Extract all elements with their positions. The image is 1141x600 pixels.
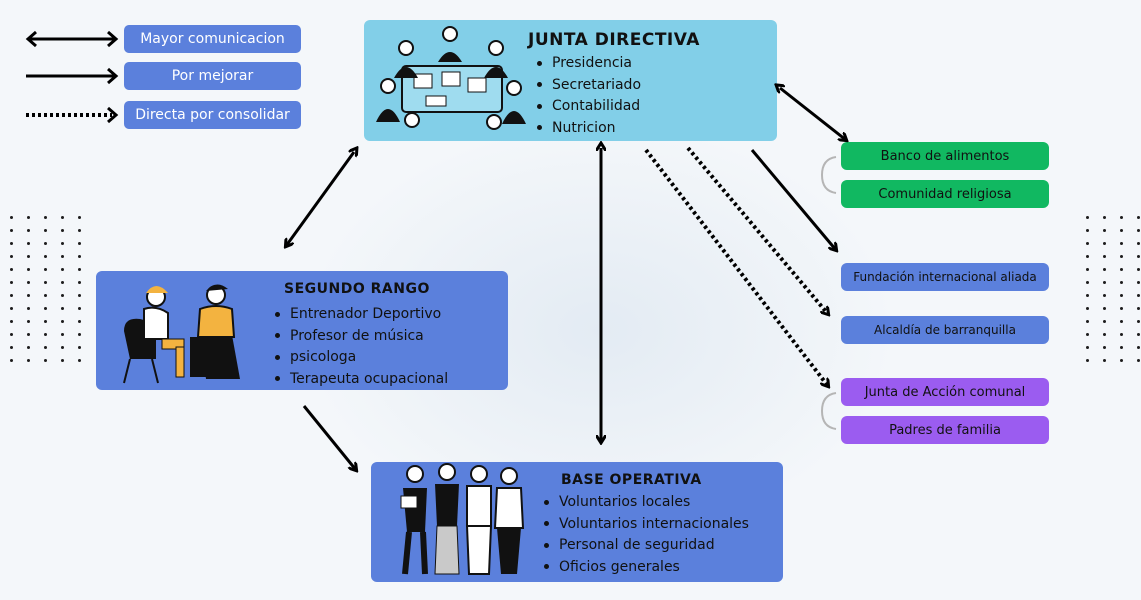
legend-single-arrow-icon <box>26 67 119 85</box>
base-item: Voluntarios internacionales <box>541 514 749 536</box>
group-bracket-icon <box>820 156 837 194</box>
legend-dotted-arrow-icon <box>26 106 119 124</box>
arrow-junta-fundacion <box>750 149 836 250</box>
decorative-dots-right <box>1086 216 1140 362</box>
junta-title: JUNTA DIRECTIVA <box>528 30 700 50</box>
junta-directiva-box: JUNTA DIRECTIVA Presidencia Secretariado… <box>364 20 777 141</box>
arrow-junta-banco <box>780 88 846 140</box>
board-meeting-illustration-icon <box>376 26 526 130</box>
junta-item: Secretariado <box>534 75 641 97</box>
base-title: BASE OPERATIVA <box>561 472 702 488</box>
group-bracket-icon <box>820 392 837 430</box>
banco-alimentos-box: Banco de alimentos <box>841 142 1049 170</box>
segundo-item: psicologa <box>272 347 448 369</box>
segundo-item: Terapeuta ocupacional <box>272 369 448 391</box>
legend-double-arrow-icon <box>25 30 119 48</box>
alcaldia-barranquilla-box: Alcaldía de barranquilla <box>841 316 1049 344</box>
segundo-item: Profesor de música <box>272 326 448 348</box>
legend-label-mayor: Mayor comunicacion <box>124 25 301 53</box>
arrow-segundo-base <box>302 405 356 470</box>
legend-label-directa: Directa por consolidar <box>124 101 301 129</box>
segundo-title: SEGUNDO RANGO <box>284 281 430 297</box>
arrow-junta-segundo <box>286 152 354 246</box>
segundo-items-list: Entrenador Deportivo Profesor de música … <box>272 304 448 390</box>
fundacion-internacional-box: Fundación internacional aliada <box>841 263 1049 291</box>
base-item: Voluntarios locales <box>541 492 749 514</box>
junta-item: Presidencia <box>534 53 641 75</box>
segundo-item: Entrenador Deportivo <box>272 304 448 326</box>
junta-item: Nutricion <box>534 118 641 140</box>
junta-items-list: Presidencia Secretariado Contabilidad Nu… <box>534 53 641 139</box>
decorative-dots-left <box>10 216 81 362</box>
base-item: Oficios generales <box>541 557 749 579</box>
arrow-junta-alcaldia <box>686 146 828 314</box>
base-operativa-box: BASE OPERATIVA Voluntarios locales Volun… <box>371 462 783 582</box>
therapy-session-illustration-icon <box>123 284 240 384</box>
padres-familia-box: Padres de familia <box>841 416 1049 444</box>
comunidad-religiosa-box: Comunidad religiosa <box>841 180 1049 208</box>
junta-item: Contabilidad <box>534 96 641 118</box>
segundo-rango-box: SEGUNDO RANGO Entrenador Deportivo Profe… <box>96 271 508 390</box>
arrow-junta-jac <box>644 148 828 386</box>
team-people-illustration-icon <box>400 463 525 575</box>
junta-accion-comunal-box: Junta de Acción comunal <box>841 378 1049 406</box>
base-items-list: Voluntarios locales Voluntarios internac… <box>541 492 749 578</box>
base-item: Personal de seguridad <box>541 535 749 557</box>
legend-label-por-mejorar: Por mejorar <box>124 62 301 90</box>
